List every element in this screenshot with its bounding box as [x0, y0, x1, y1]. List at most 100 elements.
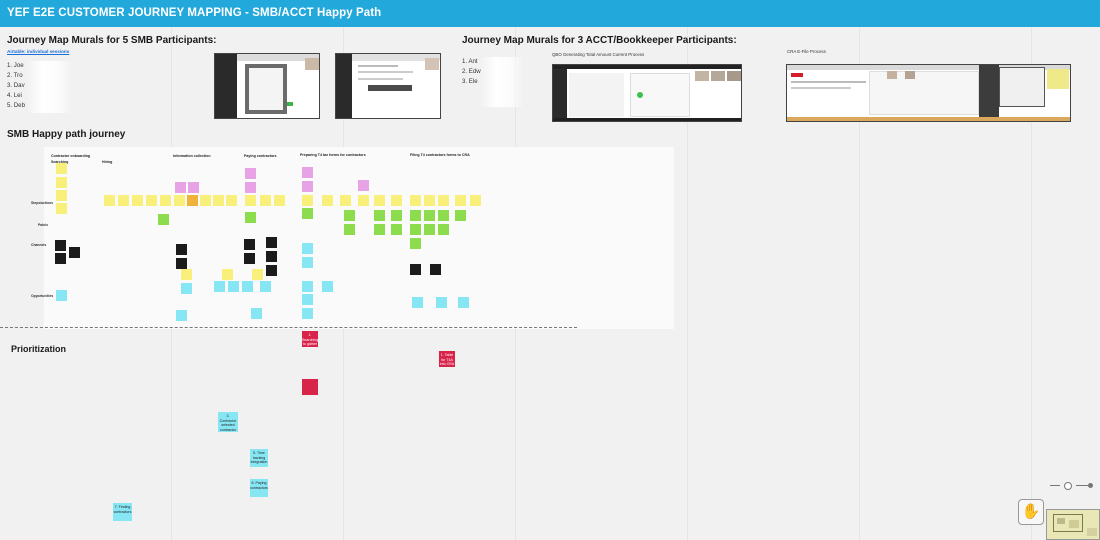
sticky-note[interactable]: [410, 210, 421, 221]
sticky-note[interactable]: [56, 203, 67, 214]
sticky-note[interactable]: [266, 265, 277, 276]
sticky-note[interactable]: [226, 195, 237, 206]
sticky-note[interactable]: [438, 195, 449, 206]
sticky-note[interactable]: [176, 310, 187, 321]
sticky-note[interactable]: [132, 195, 143, 206]
sticky-note[interactable]: [244, 253, 255, 264]
sticky-note[interactable]: [424, 195, 435, 206]
sticky-note[interactable]: [358, 180, 369, 191]
sticky-note[interactable]: [274, 195, 285, 206]
priority-note-red[interactable]: 1. Searching to gather all contractors: [302, 331, 318, 347]
sticky-note[interactable]: [222, 269, 233, 280]
sticky-note[interactable]: [160, 195, 171, 206]
sticky-note[interactable]: [56, 190, 67, 201]
sticky-note[interactable]: [146, 195, 157, 206]
sticky-note[interactable]: [436, 297, 447, 308]
sticky-note[interactable]: [188, 182, 199, 193]
sticky-note[interactable]: [430, 264, 441, 275]
sticky-note[interactable]: [302, 208, 313, 219]
priority-note-red[interactable]: 1. Table for T4A info CRA: [439, 351, 455, 367]
sticky-note[interactable]: [340, 195, 351, 206]
sticky-note[interactable]: [252, 269, 263, 280]
sticky-note[interactable]: [176, 258, 187, 269]
sticky-note[interactable]: [302, 294, 313, 305]
priority-note[interactable]: 6. Paying contractors: [250, 479, 268, 497]
priority-note[interactable]: 5. Time tracking integration: [250, 449, 268, 467]
sticky-note[interactable]: [213, 195, 224, 206]
sticky-note[interactable]: [424, 224, 435, 235]
sticky-note[interactable]: [266, 251, 277, 262]
sticky-note[interactable]: [455, 210, 466, 221]
sticky-note[interactable]: [245, 212, 256, 223]
session-screenshot[interactable]: [214, 53, 320, 119]
sticky-note[interactable]: [302, 257, 313, 268]
minimap[interactable]: [1046, 509, 1100, 540]
sticky-note[interactable]: [410, 195, 421, 206]
airtable-sessions-link[interactable]: Airtable: individual sessions: [7, 49, 70, 54]
canvas[interactable]: Journey Map Murals for 5 SMB Participant…: [0, 27, 1100, 540]
sticky-note[interactable]: [175, 182, 186, 193]
sticky-note[interactable]: [55, 240, 66, 251]
sticky-note[interactable]: [302, 308, 313, 319]
sticky-note[interactable]: [260, 195, 271, 206]
sticky-note[interactable]: [245, 195, 256, 206]
sticky-note[interactable]: [344, 224, 355, 235]
sticky-note[interactable]: [424, 210, 435, 221]
sticky-note[interactable]: [438, 224, 449, 235]
sticky-note[interactable]: [344, 210, 355, 221]
sticky-note[interactable]: [251, 308, 262, 319]
sticky-note[interactable]: [56, 290, 67, 301]
session-screenshot[interactable]: [335, 53, 441, 119]
sticky-note[interactable]: [374, 210, 385, 221]
sticky-note[interactable]: [200, 195, 211, 206]
sticky-note[interactable]: [438, 210, 449, 221]
sticky-note[interactable]: [181, 283, 192, 294]
sticky-note[interactable]: [391, 210, 402, 221]
zoom-slider[interactable]: [1050, 482, 1095, 490]
sticky-note[interactable]: [358, 195, 369, 206]
sticky-note[interactable]: [458, 297, 469, 308]
priority-note[interactable]: 3. Contractor selected contractor onboar…: [218, 412, 238, 432]
cra-efile-screenshot[interactable]: [786, 64, 1071, 122]
sticky-note[interactable]: [391, 195, 402, 206]
priority-note[interactable]: 7. Finding contractors: [113, 503, 132, 521]
sticky-note[interactable]: [118, 195, 129, 206]
sticky-note[interactable]: [187, 195, 198, 206]
hand-tool-button[interactable]: ✋: [1018, 499, 1044, 525]
sticky-note[interactable]: [158, 214, 169, 225]
sticky-note[interactable]: [410, 264, 421, 275]
sticky-note[interactable]: [174, 195, 185, 206]
sticky-note[interactable]: [260, 281, 271, 292]
sticky-note[interactable]: [374, 224, 385, 235]
qbo-process-screenshot[interactable]: [552, 64, 742, 122]
sticky-note[interactable]: [302, 281, 313, 292]
sticky-note[interactable]: [56, 177, 67, 188]
sticky-note[interactable]: [391, 224, 402, 235]
sticky-note[interactable]: [322, 281, 333, 292]
sticky-note[interactable]: [412, 297, 423, 308]
sticky-note[interactable]: [266, 237, 277, 248]
sticky-note[interactable]: [322, 195, 333, 206]
sticky-note[interactable]: [410, 238, 421, 249]
sticky-note[interactable]: [56, 163, 67, 174]
sticky-note[interactable]: [470, 195, 481, 206]
sticky-note[interactable]: [302, 195, 313, 206]
sticky-note[interactable]: [244, 239, 255, 250]
sticky-note[interactable]: [242, 281, 253, 292]
sticky-note[interactable]: [245, 182, 256, 193]
sticky-note[interactable]: [302, 243, 313, 254]
sticky-note[interactable]: [455, 195, 466, 206]
sticky-note[interactable]: [245, 168, 256, 179]
sticky-note[interactable]: [374, 195, 385, 206]
sticky-note[interactable]: [176, 244, 187, 255]
sticky-note[interactable]: [214, 281, 225, 292]
sticky-note[interactable]: [410, 224, 421, 235]
sticky-note[interactable]: [302, 181, 313, 192]
sticky-note[interactable]: [228, 281, 239, 292]
sticky-note[interactable]: [104, 195, 115, 206]
priority-note-red[interactable]: [302, 379, 318, 395]
sticky-note[interactable]: [302, 167, 313, 178]
sticky-note[interactable]: [69, 247, 80, 258]
sticky-note[interactable]: [181, 269, 192, 280]
sticky-note[interactable]: [55, 253, 66, 264]
